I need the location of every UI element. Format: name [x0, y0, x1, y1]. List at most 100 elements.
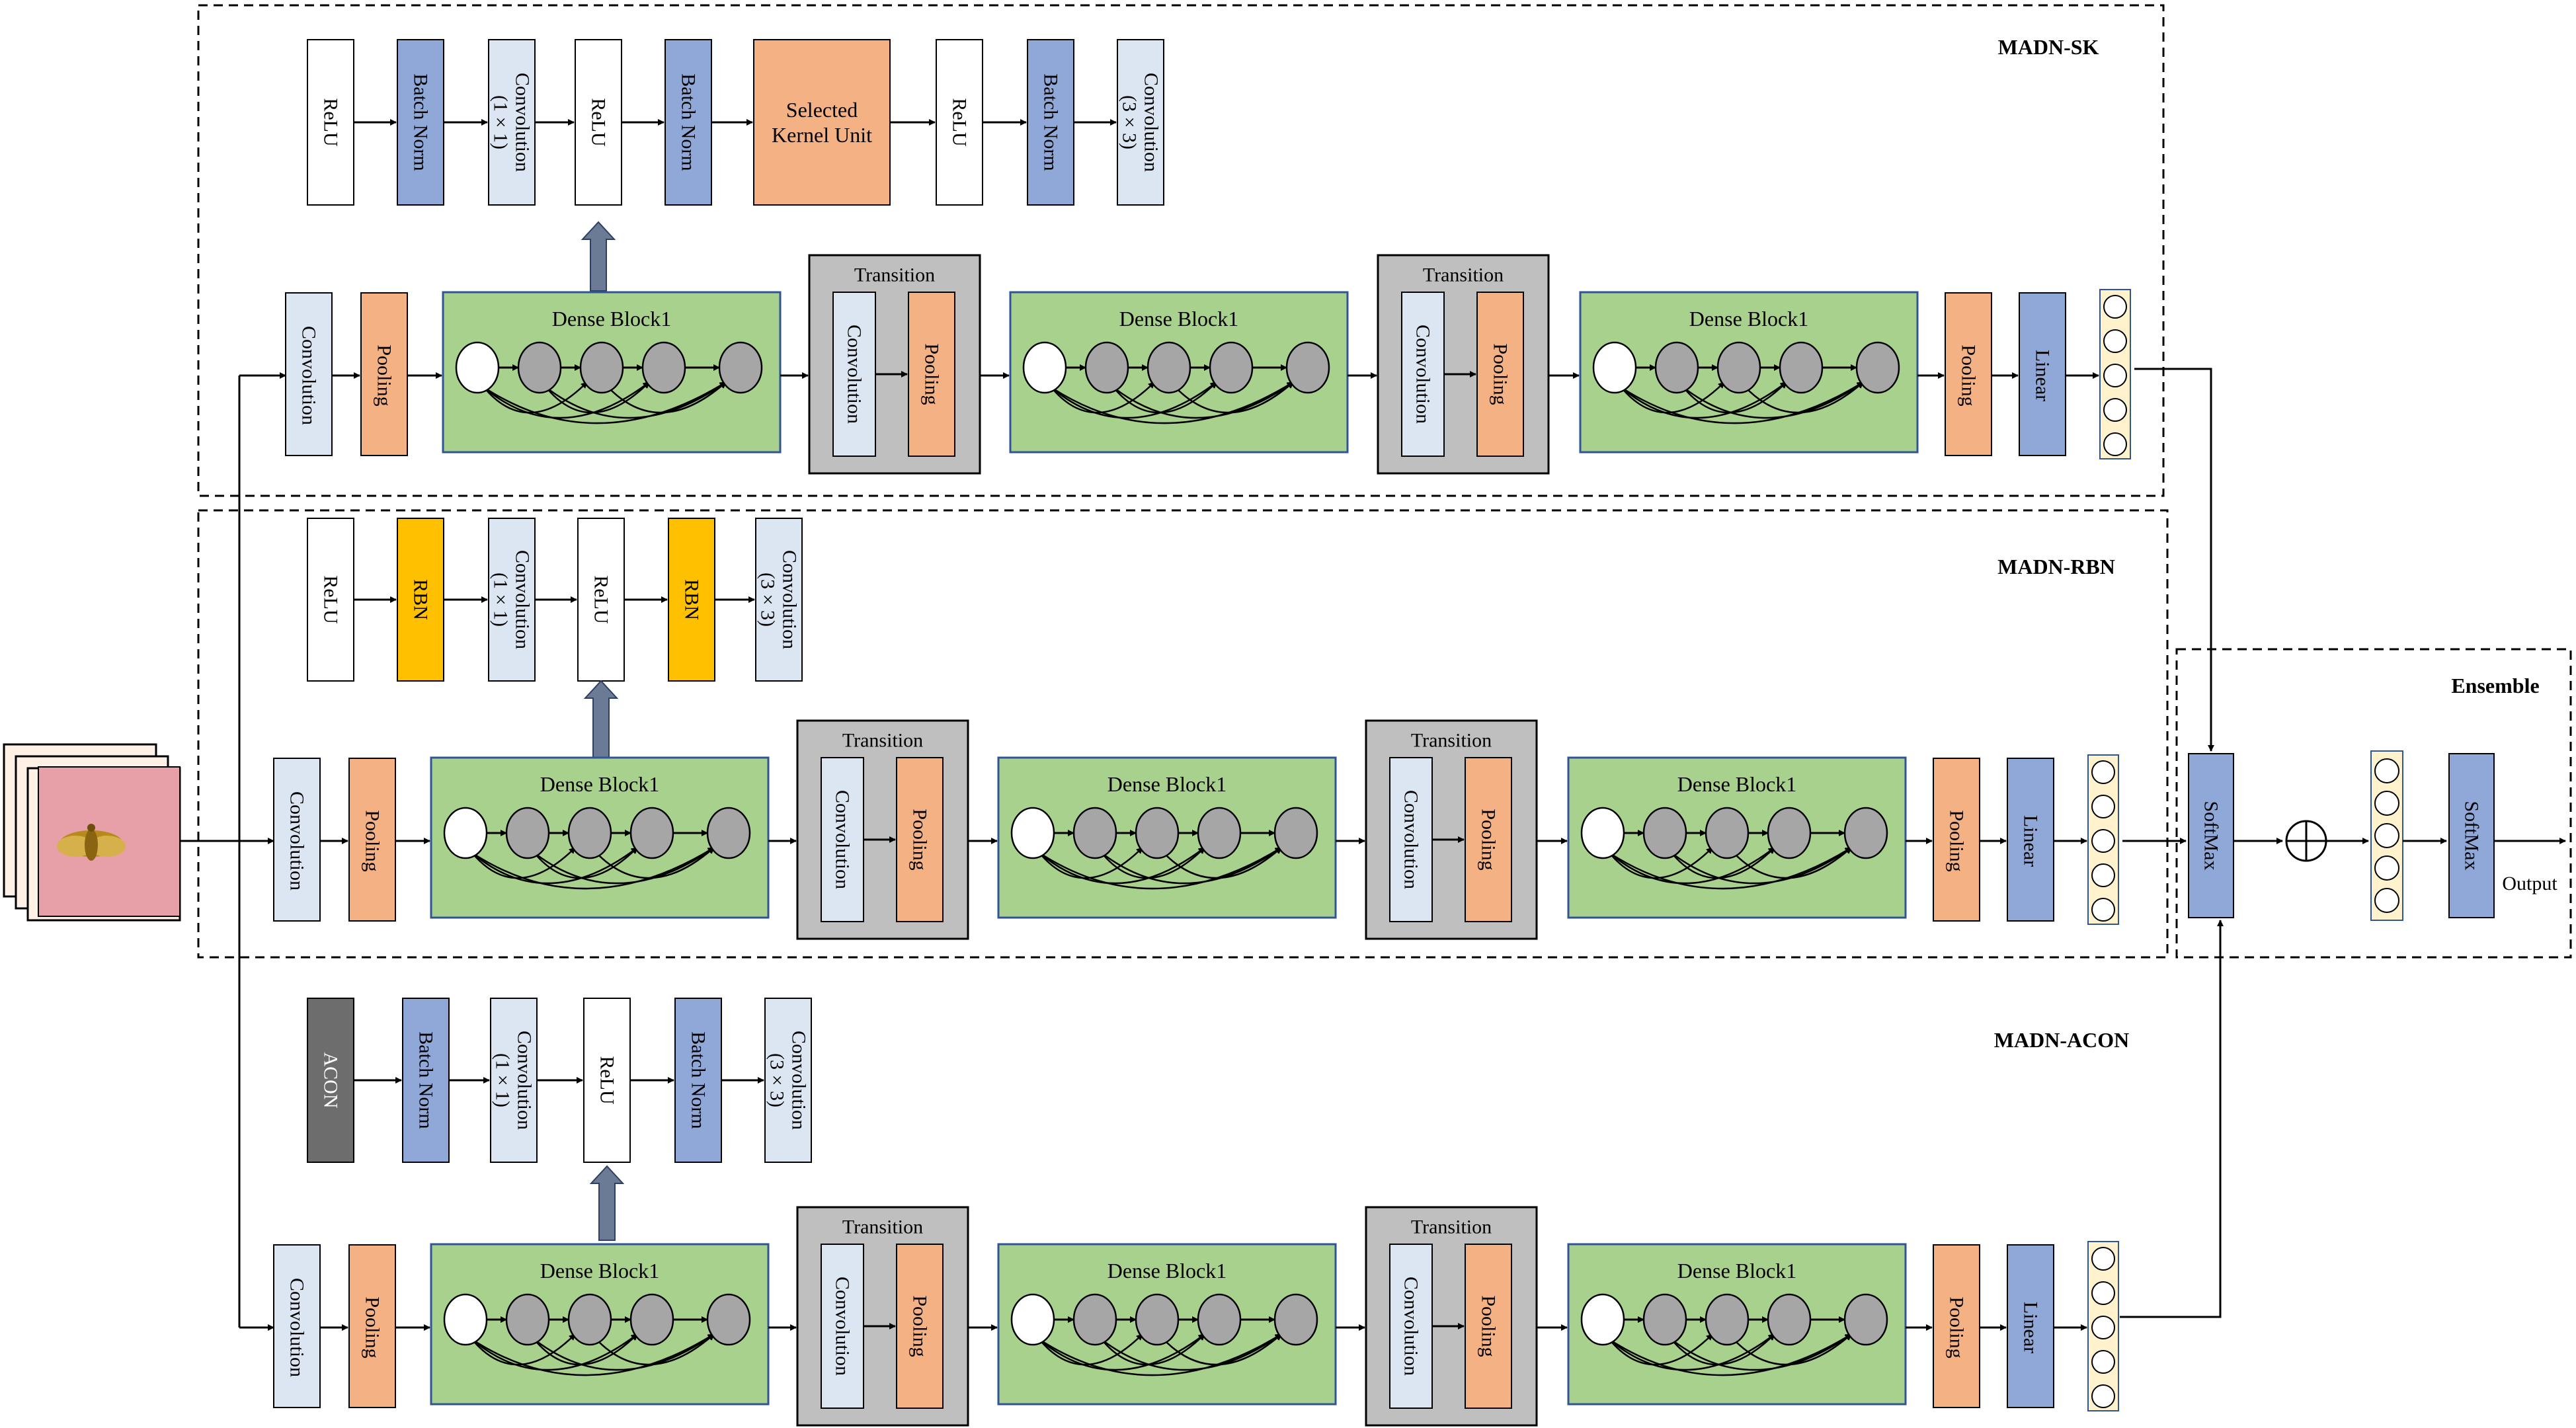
acon-module-conv-label-5: Convolution(3 × 3) [766, 1031, 810, 1130]
sk-stem-pool [360, 292, 408, 456]
sk-to-softmax [2134, 368, 2214, 752]
acon-expand-arrow [589, 1165, 625, 1241]
madn-acon-title: MADN-ACON [1994, 1028, 2129, 1052]
acon-linear [2007, 1244, 2054, 1408]
acon-module-relu-label-3: ReLU [596, 1056, 618, 1105]
rbn-output-node-0 [2091, 760, 2115, 784]
sk-transition-pool-2 [1476, 292, 1524, 457]
sk-dense-node-2-1 [1084, 341, 1129, 394]
ensemble-vector-node-4 [2374, 888, 2399, 913]
acon-transition-pool-label-2: Pooling [1478, 1295, 1500, 1357]
sk-transition-label-1: Transition [854, 264, 935, 286]
rbn-transition-pool-label-2: Pooling [1478, 809, 1500, 870]
sk-dense-skip-2-0-4 [1051, 381, 1294, 424]
rbn-module-conv-label-5: Convolution(3 × 3) [757, 550, 801, 649]
rbn-dense-skip-3-2-4 [1733, 847, 1852, 879]
ensemble-vector-node-3 [2374, 855, 2399, 881]
sk-module-relu-box-0 [307, 39, 354, 206]
rbn-output-node-4 [2091, 898, 2115, 922]
rbn-dense-skip-3-0-3 [1609, 847, 1775, 885]
acon-dense-skip-2-0-4 [1039, 1333, 1282, 1376]
madn-sk-title: MADN-SK [1998, 35, 2099, 59]
sk-dense-node-1-2 [579, 341, 624, 394]
acon-dense-skip-3-1-4 [1671, 1333, 1852, 1371]
acon-transition-conv-2 [1389, 1244, 1433, 1409]
rbn-dense-skip-2-2-4 [1163, 847, 1282, 879]
sk-module-bn-label-4: Batch Norm [678, 73, 700, 171]
ensemble-vector-node-1 [2374, 791, 2399, 816]
acon-module-bn-box-1 [402, 998, 450, 1163]
input-image-stack [3, 743, 181, 922]
acon-output-node-4 [2091, 1384, 2115, 1408]
rbn-final-pool-label: Pooling [1946, 810, 1968, 871]
rbn-dense-node-1-1 [505, 807, 550, 859]
acon-dense-skip-3-0-3 [1609, 1333, 1775, 1371]
acon-dense-skip-2-0-3 [1039, 1333, 1205, 1371]
sk-dense-node-3-1 [1654, 341, 1699, 394]
rbn-output-node-3 [2091, 863, 2115, 887]
rbn-module-relu-label-3: ReLU [590, 575, 612, 624]
rbn-module-relu-box-3 [577, 518, 625, 682]
rbn-module-rbn-label-1: RBN [410, 579, 432, 620]
sk-dense-skip-2-1-4 [1113, 381, 1294, 419]
rbn-expand-arrow [583, 680, 619, 758]
rbn-dense-block-label-1: Dense Block1 [540, 772, 659, 796]
sk-dense-skip-1-1-4 [545, 381, 727, 419]
acon-dense-node-1-1 [505, 1293, 550, 1346]
ensemble-title: Ensemble [2451, 674, 2539, 697]
acon-dense-node-1-0 [443, 1293, 488, 1346]
rbn-transition-conv-1 [821, 757, 864, 922]
rbn-dense-node-1-4 [706, 807, 751, 859]
acon-transition-conv-label-2: Convolution [1400, 1277, 1422, 1376]
rbn-module-relu-box-0 [307, 518, 354, 682]
rbn-transition-conv-2 [1389, 757, 1433, 922]
acon-module-bn-label-4: Batch Norm [688, 1031, 709, 1129]
acon-linear-label: Linear [2020, 1302, 2042, 1353]
acon-dense-node-2-2 [1135, 1293, 1180, 1346]
sk-dense-block-label-1: Dense Block1 [552, 307, 671, 331]
acon-dense-skip-3-0-4 [1609, 1333, 1852, 1376]
rbn-transition-pool-2 [1465, 757, 1512, 922]
acon-dense-node-3-3 [1767, 1293, 1812, 1346]
acon-dense-skip-1-0-4 [471, 1333, 715, 1376]
rbn-transition-conv-label-2: Convolution [1400, 790, 1422, 889]
output-label: Output [2502, 873, 2557, 894]
sk-transition-conv-1 [832, 292, 876, 457]
rbn-final-pool [1933, 758, 1980, 922]
sk-module-bn-box-1 [397, 39, 444, 206]
ensemble-vector-nodes [2374, 758, 2399, 913]
sk-dense-skip-1-0-3 [483, 381, 650, 419]
rbn-dense-node-1-2 [567, 807, 612, 859]
acon-module-bn-label-1: Batch Norm [415, 1031, 437, 1129]
rbn-dense-block-label-2: Dense Block1 [1107, 772, 1227, 796]
sk-transition-pool-label-1: Pooling [921, 343, 943, 405]
sk-module-conv-box-2 [488, 39, 536, 206]
rbn-module-rbn-label-4: RBN [681, 579, 703, 620]
acon-module-conv-label-2: Convolution(1 × 1) [492, 1031, 536, 1130]
sk-module-conv-label-2: Convolution(1 × 1) [490, 73, 534, 172]
rbn-module-conv-label-2: Convolution(1 × 1) [490, 550, 534, 649]
rbn-transition-label-1: Transition [842, 730, 923, 752]
rbn-dense-node-3-4 [1843, 807, 1888, 859]
sk-dense-skip-3-2-4 [1745, 381, 1864, 414]
sk-expand-arrow [581, 221, 616, 292]
rbn-dense-node-1-0 [443, 807, 488, 859]
rbn-stem-pool-label: Pooling [362, 810, 383, 871]
ensemble-vector-node-0 [2374, 758, 2399, 783]
rbn-dense-node-3-0 [1580, 807, 1625, 859]
rbn-dense-node-2-1 [1072, 807, 1117, 859]
acon-final-pool [1933, 1244, 1980, 1408]
acon-dense-node-3-1 [1642, 1293, 1687, 1346]
rbn-module-conv-box-5 [755, 518, 803, 682]
sk-dense-node-1-1 [517, 341, 562, 394]
sk-output-node-3 [2103, 398, 2127, 422]
rbn-dense-skip-1-2-4 [596, 847, 715, 879]
rbn-transition-pool-label-1: Pooling [909, 809, 931, 870]
madn-rbn-title: MADN-RBN [1997, 555, 2115, 578]
softmax-box-2 [2448, 753, 2495, 918]
rbn-transition-conv-label-1: Convolution [832, 790, 854, 889]
rbn-dense-skip-2-1-4 [1101, 846, 1282, 885]
